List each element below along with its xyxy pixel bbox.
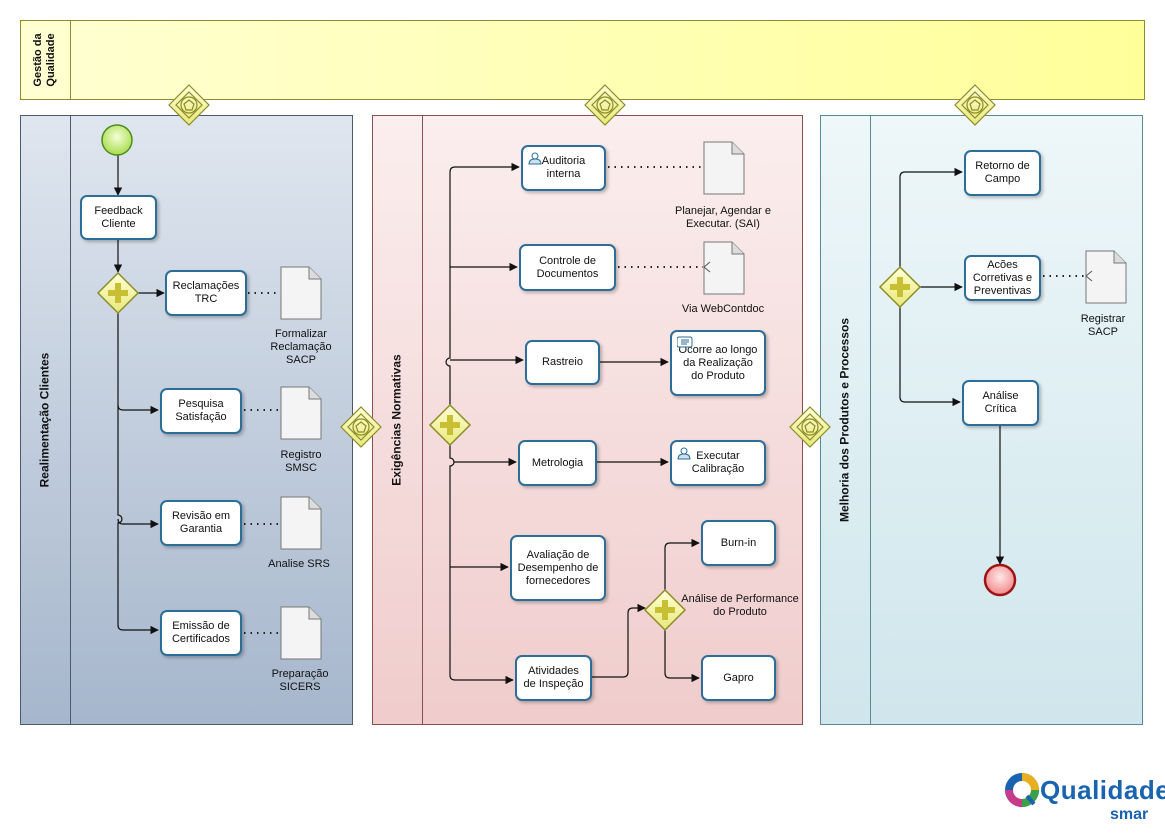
performance-annotation: Análise de Performance do Produto xyxy=(681,593,799,618)
doc-caption-registro-smsc: Registro SMSC xyxy=(280,449,322,474)
logo-text: Qualidade xyxy=(1040,775,1165,805)
parallel-gateway-middle xyxy=(428,403,472,447)
document-registrar xyxy=(1085,250,1127,304)
task-burnin[interactable]: Burn-in xyxy=(701,520,776,566)
task-feedback-cliente[interactable]: Feedback Cliente xyxy=(80,195,157,240)
task-acoes[interactable]: Acões Corretivas e Preventivas xyxy=(964,255,1041,301)
task-pesquisa[interactable]: Pesquisa Satisfação xyxy=(160,388,242,434)
document-planejar xyxy=(703,141,745,195)
quality-management-header xyxy=(20,20,71,100)
parallel-gateway-inspection xyxy=(643,588,687,632)
task-ocorre[interactable]: Ocorre ao longo da Realização do Produto xyxy=(670,330,766,396)
task-label: Atividades de Inspeção xyxy=(523,665,584,690)
task-label: Análise Crítica xyxy=(982,390,1019,415)
task-revisao[interactable]: Revisão em Garantia xyxy=(160,500,242,546)
task-label: Executar Calibração xyxy=(691,450,745,475)
task-metrologia[interactable]: Metrologia xyxy=(518,440,597,486)
normative-requirements-header xyxy=(372,115,423,725)
task-label: Ocorre ao longo da Realização do Produto xyxy=(678,343,758,382)
user-task-icon xyxy=(677,446,691,460)
task-controle[interactable]: Controle de Documentos xyxy=(519,244,616,291)
end-event xyxy=(983,563,1017,597)
task-gapro[interactable]: Gapro xyxy=(701,655,776,701)
task-label: Rastreio xyxy=(542,356,583,368)
task-label: Pesquisa Satisfação xyxy=(175,398,227,423)
task-label: Feedback Cliente xyxy=(94,204,143,230)
task-reclamacoes[interactable]: Reclamações TRC xyxy=(165,270,247,316)
task-emissao[interactable]: Emissão de Certificados xyxy=(160,610,242,656)
task-rastreio[interactable]: Rastreio xyxy=(525,340,600,385)
task-label: Reclamações TRC xyxy=(172,280,240,305)
task-label: Retorno de Campo xyxy=(975,160,1030,185)
logo-subtext: smar xyxy=(1110,806,1149,823)
task-retorno[interactable]: Retorno de Campo xyxy=(964,150,1041,196)
user-task-icon xyxy=(528,151,542,165)
task-label: Avaliação de Desempenho de fornecedores xyxy=(517,548,599,587)
improvement-header xyxy=(820,115,871,725)
customer-feedback-header xyxy=(20,115,71,725)
document-analise-srs xyxy=(280,496,322,550)
quality-management-lane xyxy=(20,20,1145,100)
task-label: Acões Corretivas e Preventivas xyxy=(972,258,1033,297)
task-label: Burn-in xyxy=(720,536,757,549)
task-atividades[interactable]: Atividades de Inspeção xyxy=(515,655,592,701)
doc-caption-planejar: Planejar, Agendar e Executar. (SAI) xyxy=(674,205,772,230)
task-avaliacao[interactable]: Avaliação de Desempenho de fornecedores xyxy=(510,535,606,601)
task-label: Gapro xyxy=(723,671,754,684)
task-label: Emissão de Certificados xyxy=(171,620,231,645)
task-label: Controle de Documentos xyxy=(536,254,599,280)
doc-caption-formalizar: Formalizar Reclamação SACP xyxy=(270,328,332,366)
doc-caption-analise-srs: Analise SRS xyxy=(268,558,330,570)
start-event xyxy=(101,124,133,156)
document-formalizar xyxy=(280,266,322,320)
task-label: Metrologia xyxy=(531,456,584,469)
doc-caption-via: Via WebContdoc xyxy=(681,303,765,315)
task-label: Auditoria interna xyxy=(541,155,586,180)
script-task-icon xyxy=(676,336,693,348)
parallel-gateway-right xyxy=(878,265,922,309)
task-executar[interactable]: Executar Calibração xyxy=(670,440,766,486)
parallel-gateway-left xyxy=(96,271,140,315)
task-analise[interactable]: Análise Crítica xyxy=(962,380,1039,426)
logo-swirl-icon xyxy=(1005,773,1039,807)
document-preparacao xyxy=(280,606,322,660)
lane-gateways xyxy=(168,84,996,448)
task-label: Revisão em Garantia xyxy=(171,510,231,535)
document-via xyxy=(703,241,745,295)
task-auditoria[interactable]: Auditoria interna xyxy=(521,145,606,191)
doc-caption-preparacao: Preparação SICERS xyxy=(271,668,329,693)
doc-caption-registrar: Registrar SACP xyxy=(1080,313,1126,338)
document-registro-smsc xyxy=(280,386,322,440)
